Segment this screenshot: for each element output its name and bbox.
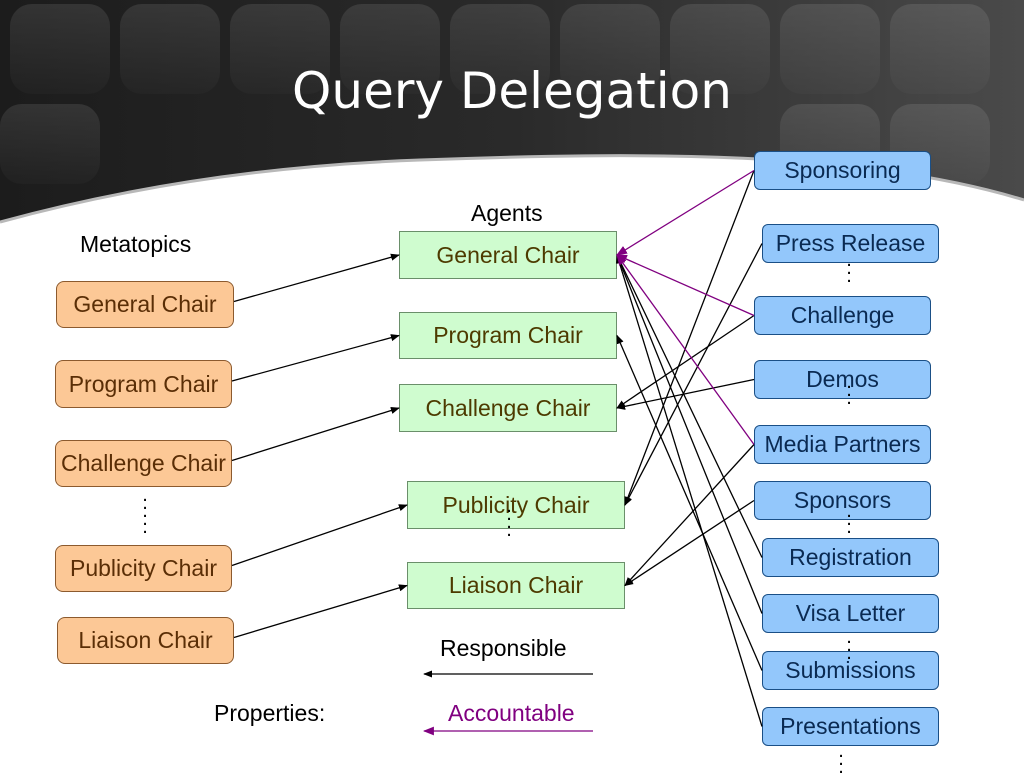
visa-letter-ellipsis: ... bbox=[846, 626, 852, 664]
metatopic-liaison-chair[interactable]: Liaison Chair bbox=[57, 617, 234, 664]
property-demos[interactable]: Demos bbox=[754, 360, 931, 399]
metatopic-challenge-chair[interactable]: Challenge Chair bbox=[55, 440, 232, 487]
press-release-ellipsis: ... bbox=[846, 249, 852, 287]
metatopics-label: Metatopics bbox=[80, 231, 192, 257]
metatopics-ellipsis: ..... bbox=[142, 484, 148, 538]
property-challenge[interactable]: Challenge bbox=[754, 296, 931, 335]
property-visa-letter[interactable]: Visa Letter bbox=[762, 594, 939, 633]
sponsors-ellipsis: ... bbox=[846, 500, 852, 538]
property-registration[interactable]: Registration bbox=[762, 538, 939, 577]
metatopic-publicity-chair[interactable]: Publicity Chair bbox=[55, 545, 232, 592]
property-sponsors[interactable]: Sponsors bbox=[754, 481, 931, 520]
legend-responsible-label: Responsible bbox=[440, 635, 567, 661]
agent-program-chair[interactable]: Program Chair bbox=[399, 312, 617, 359]
property-presentations[interactable]: Presentations bbox=[762, 707, 939, 746]
agent-publicity-chair[interactable]: Publicity Chair bbox=[407, 481, 625, 529]
property-media-partners[interactable]: Media Partners bbox=[754, 425, 931, 464]
agent-challenge-chair[interactable]: Challenge Chair bbox=[399, 384, 617, 432]
agents-ellipsis: .... bbox=[506, 495, 512, 541]
metatopic-program-chair[interactable]: Program Chair bbox=[55, 360, 232, 408]
property-submissions[interactable]: Submissions bbox=[762, 651, 939, 690]
property-sponsoring[interactable]: Sponsoring bbox=[754, 151, 931, 190]
demos-ellipsis: ... bbox=[846, 371, 852, 409]
legend-accountable-label: Accountable bbox=[448, 700, 575, 726]
agents-label: Agents bbox=[471, 200, 543, 226]
property-press-release[interactable]: Press Release bbox=[762, 224, 939, 263]
agent-general-chair[interactable]: General Chair bbox=[399, 231, 617, 279]
slide-title: Query Delegation bbox=[292, 62, 732, 120]
legend-properties-label: Properties: bbox=[214, 700, 326, 726]
agent-liaison-chair[interactable]: Liaison Chair bbox=[407, 562, 625, 609]
metatopic-general-chair[interactable]: General Chair bbox=[56, 281, 234, 328]
presentations-ellipsis: ... bbox=[838, 740, 844, 778]
